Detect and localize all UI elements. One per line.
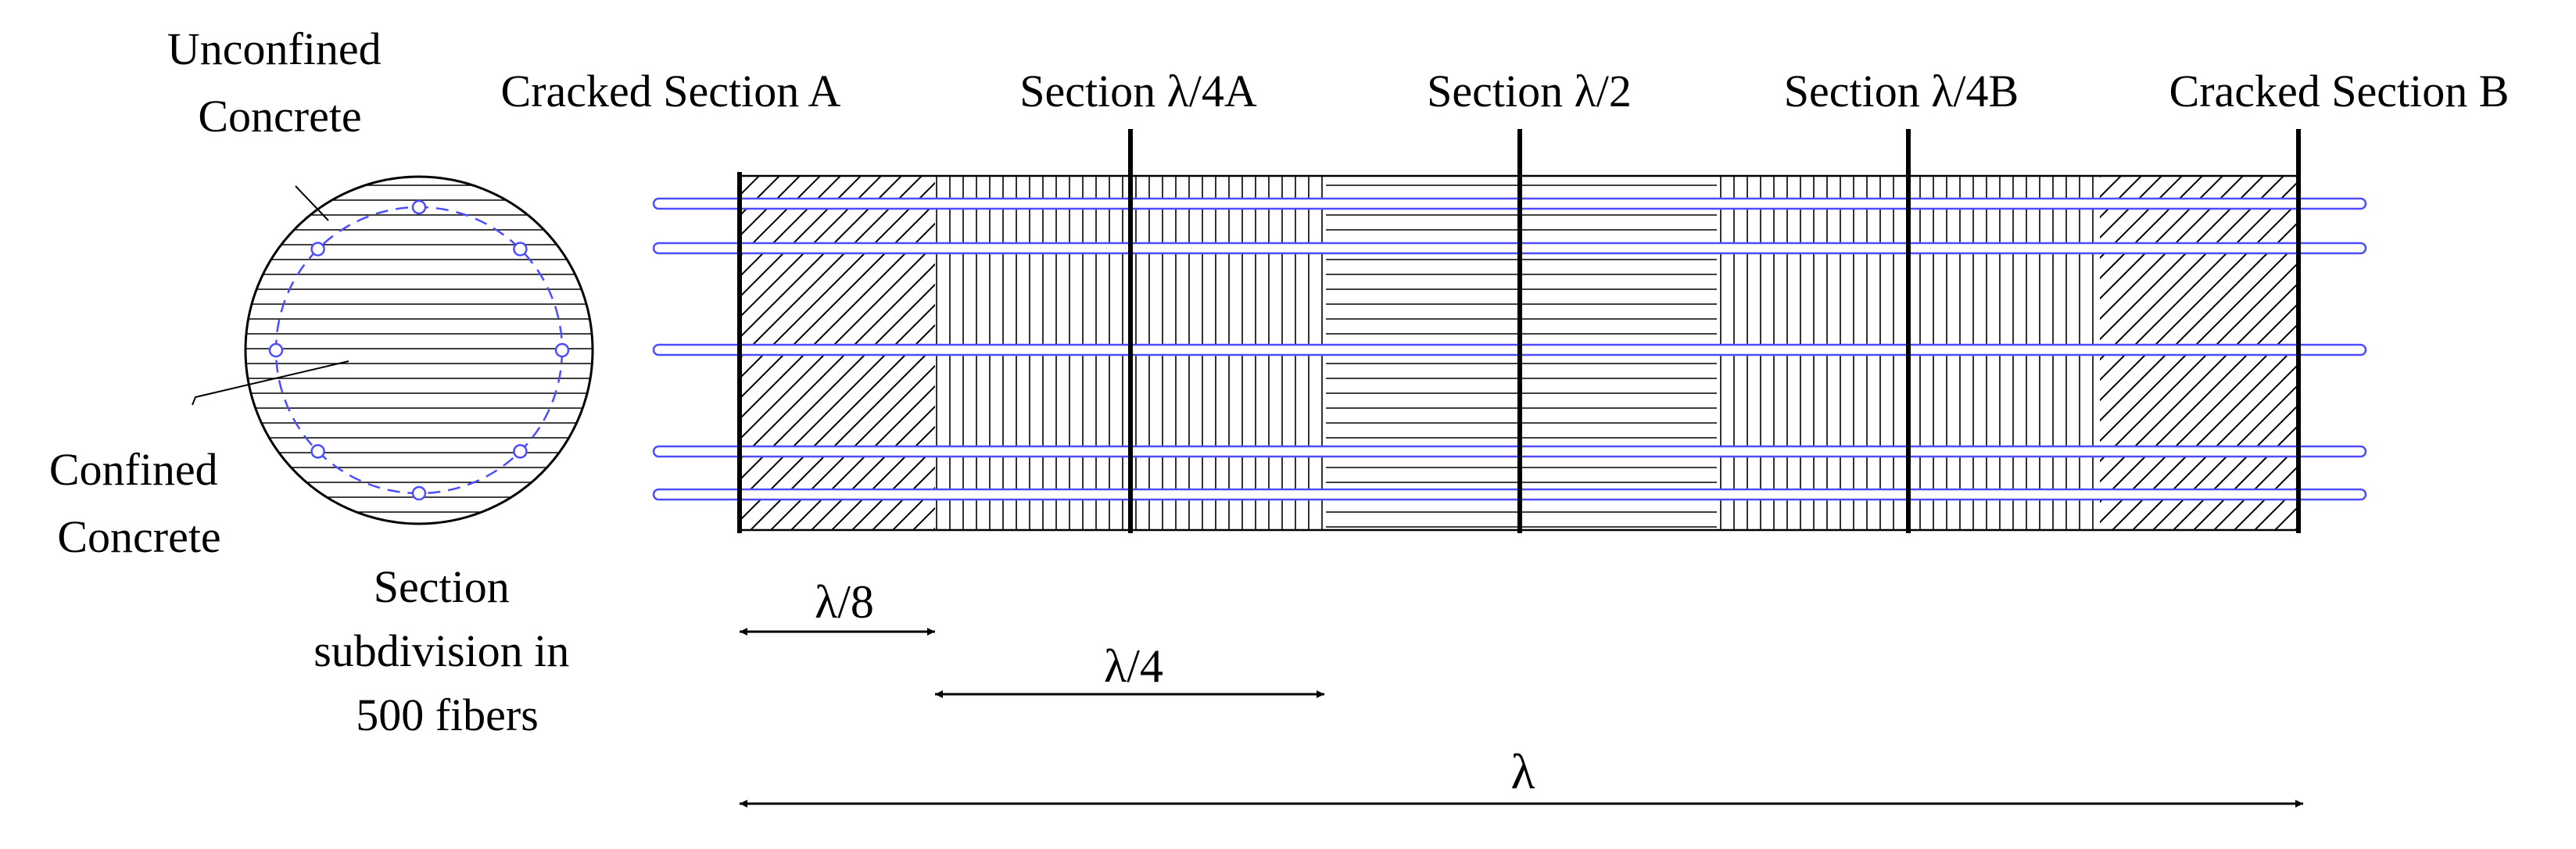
rebar <box>652 197 2367 210</box>
rebar <box>652 242 2367 255</box>
rebar-dot <box>554 342 570 358</box>
rebar-dots <box>268 199 570 501</box>
section-title-lambda-2: Section λ/2 <box>1427 66 1632 116</box>
unconfined-label: Unconfined Concrete <box>167 23 392 142</box>
rebar <box>652 343 2367 356</box>
rebar-dot <box>310 444 325 459</box>
confined-label: Confined Concrete <box>49 444 229 562</box>
dim-label-lambda-8: λ/8 <box>815 576 874 628</box>
subdivision-label: Section subdivision in 500 fibers <box>313 561 581 740</box>
fiber-lines <box>245 177 593 524</box>
unconfined-leader-line <box>295 185 329 221</box>
section-title-lambda-4b: Section λ/4B <box>1784 66 2019 116</box>
section-title-cracked-a: Cracked Section A <box>501 66 841 116</box>
rebar-dot <box>513 242 528 256</box>
dimension-arrows <box>740 628 2303 808</box>
rebar-dot <box>513 444 528 459</box>
rebar-dot <box>411 199 427 215</box>
rebar-dot <box>310 242 325 256</box>
column-elevation <box>652 129 2367 533</box>
text-labels: Unconfined Concrete Confined Concrete Se… <box>49 23 2510 799</box>
section-outline <box>244 175 594 525</box>
section-title-lambda-4a: Section λ/4A <box>1019 66 1257 116</box>
dim-label-lambda: λ <box>1510 743 1535 799</box>
confined-leader-line <box>192 360 349 406</box>
rebar-dot <box>411 485 427 501</box>
circular-cross-section <box>192 175 594 525</box>
dim-label-lambda-4: λ/4 <box>1104 640 1163 692</box>
rebar <box>652 488 2367 501</box>
rebar-lines <box>652 197 2367 501</box>
section-title-cracked-b: Cracked Section B <box>2169 66 2510 116</box>
rebar-dot <box>268 342 284 358</box>
rebar <box>652 445 2367 458</box>
